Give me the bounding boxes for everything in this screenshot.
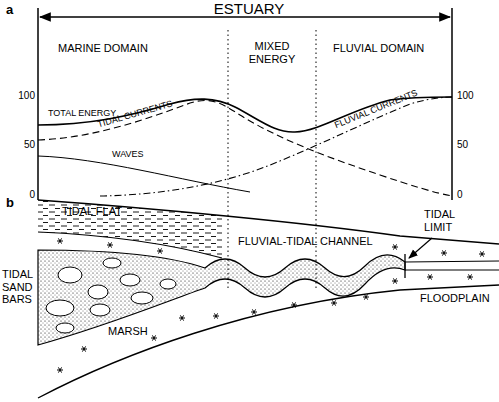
sand-bar: [90, 304, 110, 316]
marsh-symbol: [151, 335, 157, 340]
tidal-current-curve: [38, 100, 452, 196]
marsh-symbol: [107, 242, 113, 247]
extent-label: ESTUARY: [214, 0, 285, 17]
sand-bar: [58, 267, 82, 283]
sand-bar: [120, 274, 140, 286]
sand-bar: [46, 300, 74, 316]
marsh-symbol: [57, 238, 63, 243]
frame-line: [451, 8, 453, 200]
tidal-limit-mark: [404, 254, 405, 278]
feature-label: TIDAL FLAT: [62, 205, 122, 218]
feature-label: FLOODPLAIN: [420, 292, 490, 305]
feature-label: MARSH: [108, 325, 148, 338]
sand-bar: [103, 258, 121, 268]
marsh-symbol: [392, 244, 398, 249]
marsh-symbol: [251, 309, 257, 314]
zone-label: FLUVIAL DOMAIN: [333, 42, 424, 55]
zone-divider: [228, 30, 229, 290]
marsh-symbol: [331, 300, 337, 305]
sand-bar: [131, 292, 153, 304]
marsh-symbol: [392, 278, 398, 283]
tidal-flat-area: [38, 200, 222, 258]
river-bank: [405, 269, 499, 270]
sand-bar: [56, 323, 74, 333]
curve-label: FLUVIAL CURRENTS: [333, 88, 419, 131]
marsh-symbol: [213, 313, 219, 318]
marsh-symbol: [179, 315, 185, 320]
axis-tick-label: 0: [457, 189, 463, 201]
river-bank: [405, 261, 499, 262]
zone-label: MARINE DOMAIN: [58, 42, 148, 55]
sand-bar: [88, 285, 108, 299]
feature-label: FLUVIAL-TIDAL CHANNEL: [238, 235, 373, 248]
floodplain-symbol: [479, 251, 485, 256]
frame-line: [37, 8, 39, 200]
feature-label: TIDAL SAND BARS: [2, 268, 33, 306]
marsh-symbol: [363, 294, 369, 299]
axis-tick-label: 50: [24, 139, 35, 151]
leader-arrow: [409, 238, 432, 258]
marsh-symbol: [57, 367, 63, 372]
wave-curve: [38, 156, 250, 192]
marsh-symbol: [81, 346, 87, 351]
zone-label: MIXED ENERGY: [249, 40, 295, 65]
sand-and-channel: [38, 250, 405, 345]
feature-label: TIDAL LIMIT: [424, 208, 455, 233]
marsh-symbol: [157, 248, 163, 253]
axis-tick-label: 50: [457, 139, 468, 151]
panel-letter: a: [6, 3, 13, 18]
sand-bar: [160, 279, 176, 289]
axis-tick-label: 0: [29, 189, 35, 201]
panel-letter: b: [6, 196, 14, 211]
zone-divider: [316, 30, 317, 290]
axis-tick-label: 100: [18, 90, 35, 102]
floodplain-symbol: [441, 250, 447, 255]
curve-label: WAVES: [112, 149, 144, 159]
axis-tick-label: 100: [457, 90, 474, 102]
marsh-symbol: [291, 302, 297, 307]
floodplain-symbol: [427, 274, 433, 279]
floodplain-symbol: [467, 274, 473, 279]
